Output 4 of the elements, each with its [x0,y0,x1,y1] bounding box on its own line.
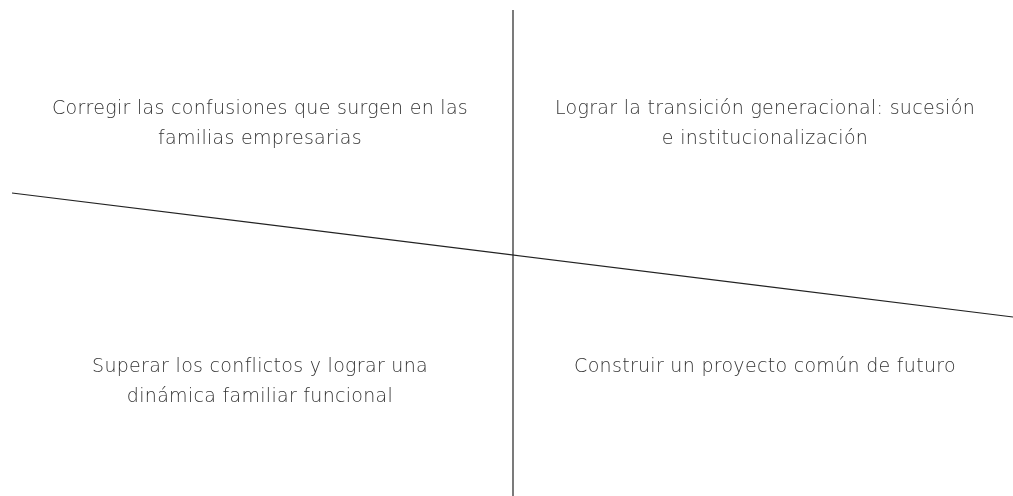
quadrant-text: Lograr la transición generacional: sucesión e institucionalización [555,95,975,150]
quadrant-text: Superar los conflictos y lograr una dinámica familiar funcional [91,353,429,408]
quadrant-text: Corregir las confusiones que surgen en las familias empresarias [50,95,470,150]
quadrant-text: Construir un proyecto común de futuro [573,353,957,378]
